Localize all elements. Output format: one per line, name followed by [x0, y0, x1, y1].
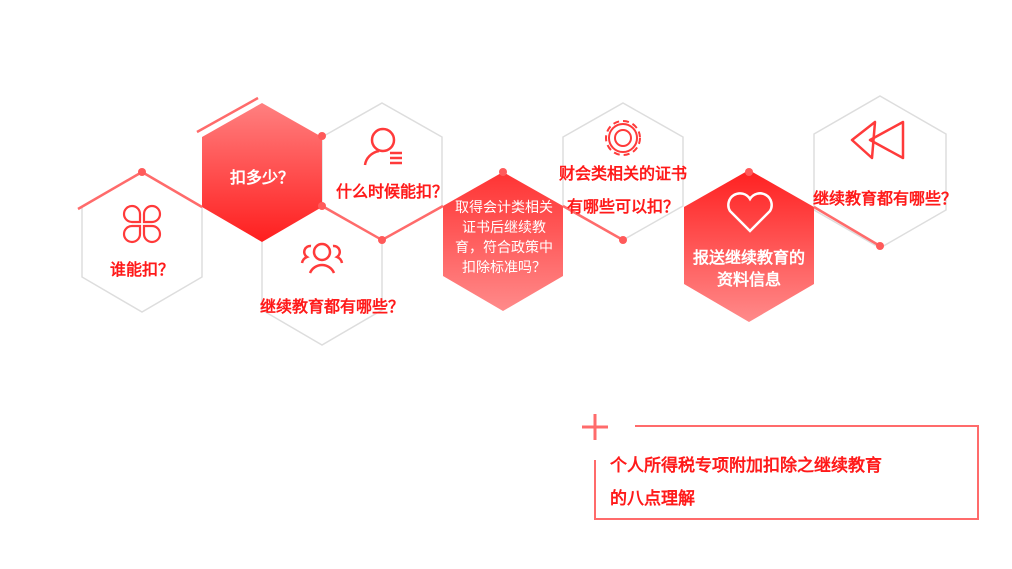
hexagon-7: [684, 170, 814, 322]
title-line-1: 个人所得税专项附加扣除之继续教育: [610, 456, 882, 476]
hexagon-1-label[interactable]: 谁能扣？: [109, 260, 174, 279]
connector-dots: [138, 132, 884, 250]
title-box-frame: [594, 425, 979, 520]
gear-icon: [605, 120, 641, 156]
hexagon-5-label[interactable]: 取得会计类相关证书后继续教育，符合政策中扣除标准吗？: [455, 200, 553, 276]
hexagon-4-label[interactable]: 继续教育都有哪些？: [259, 297, 404, 316]
plus-icon: [582, 414, 608, 440]
hexagon-2: [202, 103, 322, 242]
hexagon-1: [81, 171, 203, 313]
user-list-icon: [363, 127, 402, 166]
hexagon-5: [443, 172, 563, 311]
clover-icon: [122, 204, 162, 244]
hexagon-2-label[interactable]: 扣多少？: [229, 168, 294, 187]
title-line-2: 的八点理解: [610, 489, 695, 509]
hexagon-8-label[interactable]: 继续教育都有哪些？: [812, 189, 957, 208]
heart-icon: [727, 192, 773, 233]
rewind-icon: [850, 120, 905, 160]
users-icon: [300, 242, 344, 274]
hexagon-7-label-line2[interactable]: 资料信息: [716, 270, 781, 289]
hexagon-3-label[interactable]: 什么时候能扣？: [335, 182, 448, 201]
hexagon-6-label-line1[interactable]: 财会类相关的证书: [558, 164, 687, 183]
hexagon-3: [321, 102, 443, 241]
hexagon-7-label-line1[interactable]: 报送继续教育的: [692, 248, 805, 267]
hexagon-8: [813, 95, 947, 249]
hexagon-6-label-line2[interactable]: 有哪些可以扣？: [566, 197, 679, 216]
